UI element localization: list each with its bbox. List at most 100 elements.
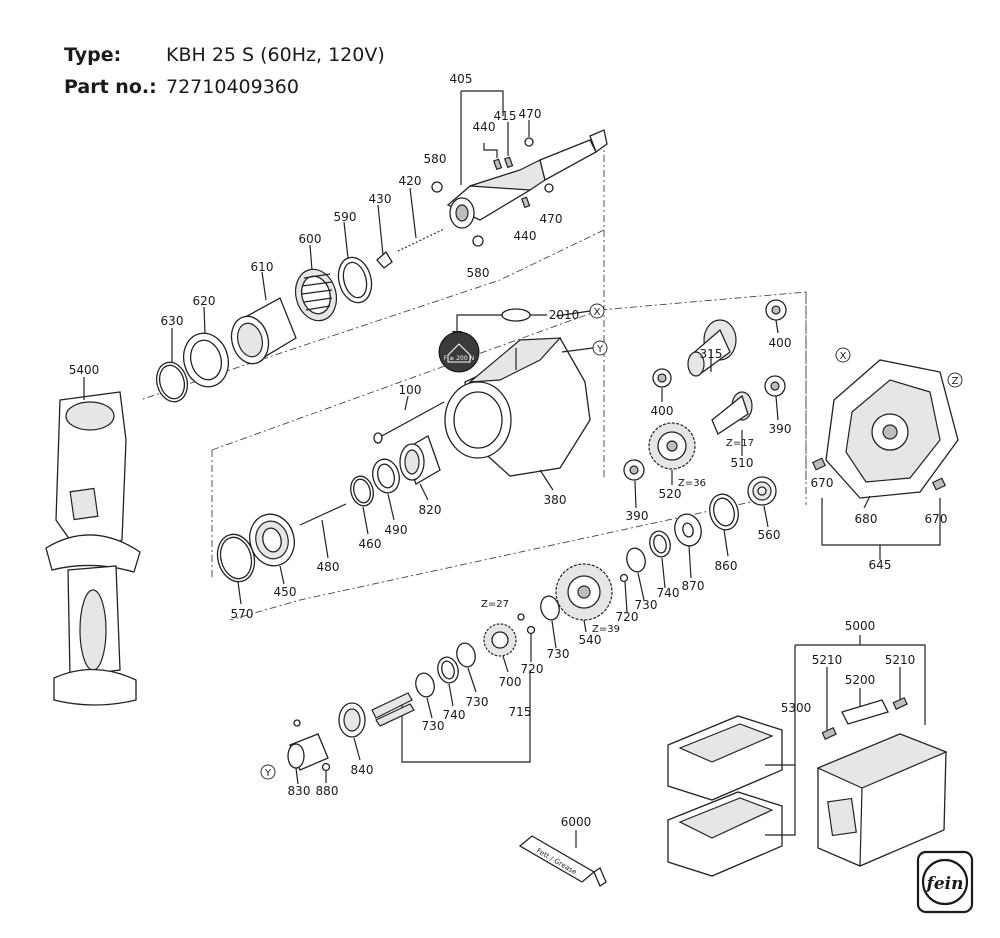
force-sticker: F ≥ 200 N [438,331,480,373]
type-label: Type: [64,44,122,66]
part-470-ball-upper[interactable] [524,137,534,147]
part-row: Part no.:72710409360 [64,76,299,98]
part-5210-latch-left[interactable] [821,726,837,740]
part-870-disc[interactable] [671,511,704,549]
part-620-cap[interactable] [178,328,234,392]
part-400-bearing-upper[interactable] [765,299,787,321]
label-390: 390 [626,509,649,523]
part-100-screw[interactable] [373,401,445,444]
part-560-bearing[interactable] [747,476,777,506]
part-680-intermediate-flange[interactable] [825,359,959,499]
part-740-ring-lower[interactable] [435,655,461,685]
label-670: 670 [925,512,948,526]
part-820-bush[interactable] [399,435,441,485]
part-440-ball-lower[interactable] [520,196,531,209]
label-700: 700 [499,675,522,689]
label-z39: Z=39 [592,624,620,635]
part-720-ball-b[interactable] [526,625,536,635]
label-645: 645 [869,558,892,572]
part-480-pin[interactable] [299,503,347,526]
part-715-shaft[interactable] [371,692,415,727]
marker-x-lower: X [835,347,851,363]
part-label: Part no.: [64,76,157,98]
label-420: 420 [399,174,422,188]
part-415-ball[interactable] [503,156,514,169]
marker-y-lower: Y [260,764,276,780]
label-z27: Z=27 [481,599,509,610]
marker-z: Z [947,372,963,388]
part-730-ring-d[interactable] [413,671,437,699]
part-405-tool-holder[interactable] [446,90,608,229]
part-490-retaining-ring[interactable] [369,456,403,496]
label-440: 440 [514,229,537,243]
part-390-bearing-lower[interactable] [623,459,645,481]
part-580-ring-upper[interactable] [431,181,443,193]
label-600: 600 [299,232,322,246]
part-420-spring[interactable] [395,228,445,253]
part-5210-latch-right[interactable] [892,696,908,710]
label-5300: 5300 [781,701,812,715]
label-730: 730 [422,719,445,733]
part-880-ring[interactable] [321,762,331,772]
part-720-ball-a[interactable] [619,573,629,583]
part-440-ball-upper[interactable] [483,143,503,171]
part-5000-case-body[interactable] [816,733,948,867]
label-730: 730 [635,598,658,612]
part-315-armature-pinion[interactable] [687,319,737,377]
part-600-spring-sleeve[interactable] [290,265,342,326]
label-830: 830 [288,784,311,798]
assembly-guide-lines [139,140,807,621]
part-380-gear-housing[interactable] [444,337,591,477]
label-470: 470 [519,107,542,121]
label-490: 490 [385,523,408,537]
label-440: 440 [473,120,496,134]
label-590: 590 [334,210,357,224]
part-400-bearing-lower[interactable] [652,368,672,388]
label-100: 100 [399,383,422,397]
part-5400-auxiliary-handle[interactable] [45,391,141,706]
label-380: 380 [544,493,567,507]
type-row: Type: KBH 25 S (60Hz, 120V) [64,44,385,66]
part-840-collar[interactable] [338,702,366,738]
part-450-bearing[interactable] [244,509,300,571]
part-570-ring[interactable] [212,530,259,586]
label-570: 570 [231,607,254,621]
label-400: 400 [651,404,674,418]
label-670: 670 [811,476,834,490]
part-630-circlip[interactable] [152,359,191,405]
part-730-ring-c[interactable] [454,641,478,669]
part-430-striker[interactable] [376,250,393,269]
part-5200-handle[interactable] [841,699,889,725]
marker-y-upper: Y [592,340,608,356]
part-460-circlip[interactable] [347,474,376,509]
part-670-pin-right[interactable] [931,477,947,491]
part-590-ring[interactable] [334,254,377,307]
label-740: 740 [657,586,680,600]
part-740-ring-upper[interactable] [647,529,673,559]
part-6000-grease-tube[interactable]: Fett / Grease [518,835,607,887]
part-470-ball-lower[interactable] [544,183,554,193]
part-520-gear[interactable] [648,422,696,470]
label-5400: 5400 [69,363,100,377]
label-6000: 6000 [561,815,592,829]
part-700-gear[interactable] [483,623,517,657]
part-720-ball-c[interactable] [517,613,525,621]
label-5210: 5210 [885,653,916,667]
part-830-nose-cone[interactable] [287,719,329,771]
label-470: 470 [540,212,563,226]
part-860-spring[interactable] [706,491,742,533]
part-730-ring-b[interactable] [538,594,562,622]
part-5300-case-insert[interactable] [667,715,796,877]
type-value: KBH 25 S (60Hz, 120V) [166,44,385,66]
part-540-clutch-gear[interactable] [555,563,613,621]
part-730-ring-a[interactable] [624,546,648,574]
part-670-pin-left[interactable] [811,457,827,471]
part-580-ring-lower[interactable] [472,235,484,247]
part-645-intermediate-flange-group [821,498,941,546]
part-610-sleeve[interactable] [226,297,297,368]
marker-x-upper: X [589,303,605,319]
part-390-bearing-upper[interactable] [764,375,786,397]
label-460: 460 [359,537,382,551]
part-510-gear-shaft[interactable] [711,391,753,435]
